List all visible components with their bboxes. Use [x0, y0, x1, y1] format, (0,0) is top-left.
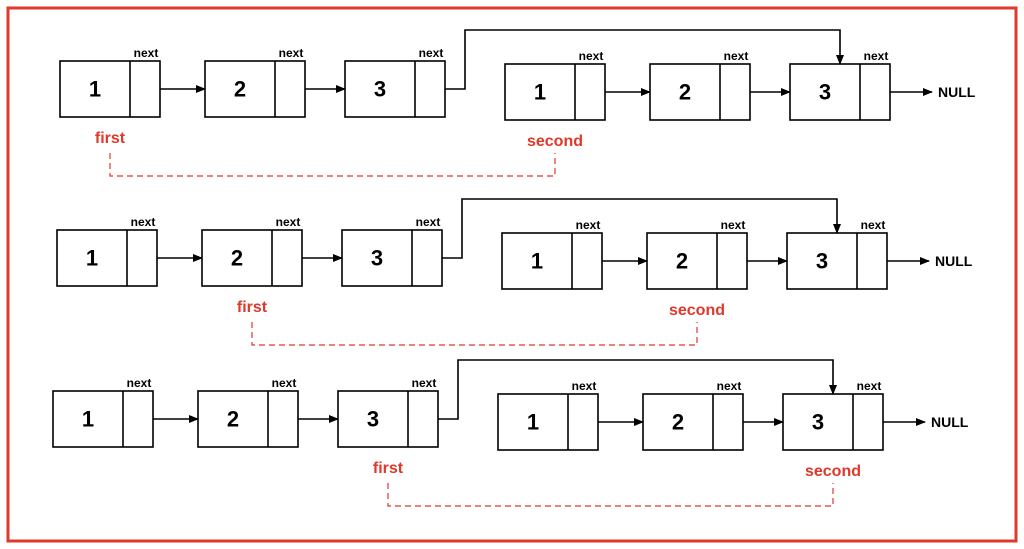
node-box: [649, 63, 751, 121]
intersection-arrow: [445, 29, 844, 90]
list-a-node-1: 1 next: [56, 215, 158, 287]
node-value: 1: [531, 249, 543, 274]
node-value: 3: [371, 246, 383, 271]
node-box: [786, 232, 888, 290]
next-field-label: next: [127, 376, 152, 390]
node-box: [52, 390, 154, 448]
node-value: 1: [89, 77, 101, 102]
next-field-label: next: [576, 218, 601, 232]
next-field-label: next: [419, 46, 444, 60]
pointer-label-first: first: [237, 299, 268, 316]
diagram-frame: [6, 6, 1018, 543]
list-b-node-2: 2 next: [646, 218, 748, 290]
node-value: 2: [672, 410, 684, 435]
next-field-label: next: [857, 379, 882, 393]
next-field-label: next: [272, 376, 297, 390]
pointer-dashed-link: [109, 153, 556, 177]
node-value: 1: [82, 407, 94, 432]
pointer-dashed-link: [251, 322, 698, 346]
node-box: [337, 390, 439, 448]
node-box: [789, 63, 891, 121]
list-a-node-3: 3 next: [344, 46, 446, 118]
node-value: 1: [86, 246, 98, 271]
node-value: 3: [374, 77, 386, 102]
next-field-label: next: [131, 215, 156, 229]
pointer-label-second: second: [805, 463, 861, 480]
node-value: 3: [367, 407, 379, 432]
next-field-label: next: [279, 46, 304, 60]
null-label: NULL: [935, 253, 973, 269]
list-b-node-1: 1 next: [501, 218, 603, 290]
list-a-node-2: 2 next: [201, 215, 303, 287]
node-value: 1: [534, 80, 546, 105]
node-box: [341, 229, 443, 287]
node-box: [197, 390, 299, 448]
node-value: 2: [227, 407, 239, 432]
node-value: 2: [234, 77, 246, 102]
list-a-node-2: 2 next: [197, 376, 299, 448]
next-field-label: next: [416, 215, 441, 229]
next-field-label: next: [861, 218, 886, 232]
list-a-node-2: 2 next: [204, 46, 306, 118]
list-a-node-1: 1 next: [52, 376, 154, 448]
list-a-node-3: 3 next: [337, 376, 439, 448]
pointer-dashed-link: [387, 483, 834, 507]
node-box: [782, 393, 884, 451]
node-box: [642, 393, 744, 451]
next-field-label: next: [864, 49, 889, 63]
node-box: [646, 232, 748, 290]
list-b-node-3: 3 next: [782, 379, 884, 451]
node-value: 3: [816, 249, 828, 274]
next-field-label: next: [412, 376, 437, 390]
node-box: [204, 60, 306, 118]
next-field-label: next: [721, 218, 746, 232]
node-box: [56, 229, 158, 287]
node-box: [497, 393, 599, 451]
list-b-node-3: 3 next: [789, 49, 891, 121]
next-field-label: next: [579, 49, 604, 63]
list-b-node-2: 2 next: [649, 49, 751, 121]
next-field-label: next: [724, 49, 749, 63]
list-a-node-1: 1 next: [59, 46, 161, 118]
next-field-label: next: [717, 379, 742, 393]
node-box: [501, 232, 603, 290]
list-b-node-3: 3 next: [786, 218, 888, 290]
list-b-node-1: 1 next: [497, 379, 599, 451]
node-value: 2: [231, 246, 243, 271]
pointer-label-first: first: [95, 130, 126, 147]
next-field-label: next: [572, 379, 597, 393]
node-box: [201, 229, 303, 287]
list-b-node-1: 1 next: [504, 49, 606, 121]
node-value: 2: [679, 80, 691, 105]
next-field-label: next: [134, 46, 159, 60]
list-b-node-2: 2 next: [642, 379, 744, 451]
pointer-label-second: second: [669, 302, 725, 319]
pointer-label-second: second: [527, 133, 583, 150]
node-box: [344, 60, 446, 118]
node-value: 3: [819, 80, 831, 105]
pointer-label-first: first: [373, 460, 404, 477]
node-box: [59, 60, 161, 118]
null-label: NULL: [938, 84, 976, 100]
node-value: 2: [676, 249, 688, 274]
node-value: 1: [527, 410, 539, 435]
intersection-arrow: [438, 359, 837, 420]
null-label: NULL: [931, 414, 969, 430]
node-value: 3: [812, 410, 824, 435]
node-box: [504, 63, 606, 121]
list-a-node-3: 3 next: [341, 215, 443, 287]
intersection-arrow: [442, 198, 841, 259]
next-field-label: next: [276, 215, 301, 229]
